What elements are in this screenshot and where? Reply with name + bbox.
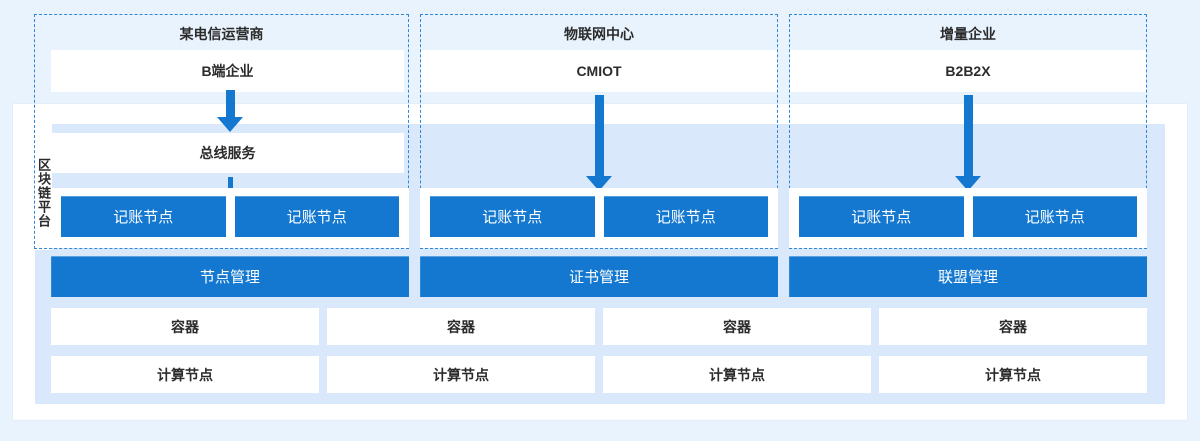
group-title-iot: 物联网中心 [564,26,634,42]
compute-node-box: 计算节点 [327,356,595,393]
entity-box-b2b-enterprise: B端企业 [51,50,404,92]
entity-box-cmiot: CMIOT [421,50,777,92]
ledger-node-band-iot: 记账节点 记账节点 [420,188,778,248]
down-arrow-icon [964,95,973,177]
compute-node-row: 计算节点 计算节点 计算节点 计算节点 [51,356,1147,393]
down-arrow-icon [228,177,233,190]
container-box: 容器 [603,308,871,345]
platform-label-background [35,124,52,250]
ledger-node-band-telecom: 记账节点 记账节点 [51,188,409,248]
platform-vertical-label: 区块链平台 [36,158,51,228]
compute-node-box: 计算节点 [879,356,1147,393]
group-box-telecom [34,14,409,249]
container-box: 容器 [51,308,319,345]
ledger-node-box: 记账节点 [61,196,226,237]
container-box: 容器 [879,308,1147,345]
down-arrow-icon [217,117,243,132]
bus-service-box: 总线服务 [51,133,404,173]
ledger-node-box: 记账节点 [972,196,1137,237]
alliance-management-bar: 联盟管理 [789,256,1147,297]
container-row: 容器 容器 容器 容器 [51,308,1147,345]
down-arrow-icon [226,90,235,118]
certificate-management-bar: 证书管理 [420,256,778,297]
down-arrow-icon [955,176,981,191]
down-arrow-icon [586,176,612,191]
ledger-node-box: 记账节点 [603,196,768,237]
compute-node-box: 计算节点 [603,356,871,393]
group-box-iot [420,14,778,249]
group-title-incremental: 增量企业 [940,26,996,42]
compute-node-box: 计算节点 [51,356,319,393]
ledger-node-box: 记账节点 [799,196,964,237]
container-box: 容器 [327,308,595,345]
ledger-node-box: 记账节点 [430,196,595,237]
down-arrow-icon [595,95,604,177]
ledger-node-band-incremental: 记账节点 记账节点 [789,188,1147,248]
entity-box-b2b2x: B2B2X [790,50,1146,92]
group-title-telecom: 某电信运营商 [179,26,264,42]
ledger-node-box: 记账节点 [234,196,399,237]
group-box-incremental [789,14,1147,249]
node-management-bar: 节点管理 [51,256,409,297]
